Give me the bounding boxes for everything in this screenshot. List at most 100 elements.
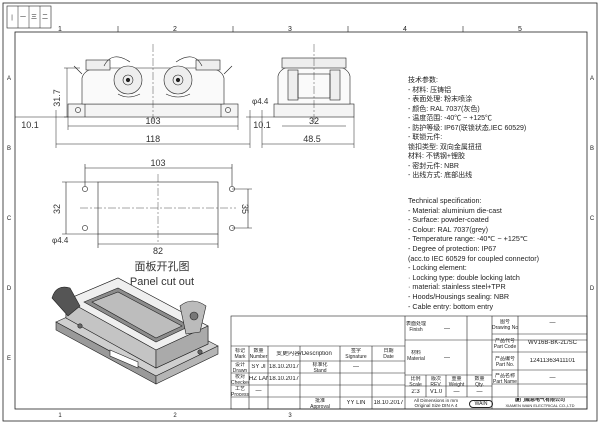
dim-phi-4-4-cutout: φ4.4: [52, 236, 69, 245]
dim-118: 118: [146, 134, 160, 144]
side-view: [273, 44, 355, 124]
checked-date: 18.10.2017: [268, 376, 300, 382]
side-view-dimension-labels: φ4.4 10.1 32 48.5: [252, 97, 321, 144]
svg-text:二: 二: [42, 15, 48, 21]
spec-en-2: - Surface: powder-coated: [408, 215, 489, 225]
rev-hdr-change: 变更内容/Description: [276, 351, 332, 357]
drawn-date: 18.10.2017: [268, 364, 300, 370]
dim-103-cutout: 103: [150, 158, 165, 168]
spec-cn-6: - 联锁元件:: [408, 134, 443, 141]
front-view-dimensions: [15, 67, 251, 148]
spec-en-9: · material: stainless steel+TPR: [408, 282, 506, 292]
spec-cn-1: - 材料: 压铸铝: [408, 86, 452, 94]
spec-en-4: - Temperature range: -40℃ ~ +125℃: [408, 234, 528, 244]
col-bottom-1: 1: [58, 413, 62, 419]
row-right-c: C: [590, 216, 595, 222]
row-left-b: B: [7, 146, 11, 152]
col-top-4: 4: [403, 26, 407, 33]
spec-cn-4: - 温度范围: -40℃ ~ +125℃: [408, 115, 493, 122]
dim-82: 82: [153, 246, 163, 256]
spec-cn-10: - 出线方式: 底部出线: [408, 172, 473, 179]
dim-32-cutout: 32: [52, 204, 62, 214]
col-top-2: 2: [173, 26, 177, 33]
col-bottom-2: 2: [173, 413, 177, 419]
approved-name: YY LIN: [346, 400, 366, 406]
spec-cn-8: 材料: 不锈钢+锂胶: [408, 153, 465, 160]
svg-text:三: 三: [31, 14, 37, 21]
spec-cn-9: - 密封元件: NBR: [408, 162, 459, 170]
spec-en-7: - Locking element:: [408, 263, 467, 273]
approved-date: 18.10.2017: [373, 400, 404, 406]
row-left-c: C: [7, 216, 12, 222]
rev-value: V1.0: [429, 389, 443, 395]
panel-cutout-view: [62, 164, 252, 248]
qty-value: —: [476, 389, 483, 395]
title-block-grid: [230, 315, 588, 410]
checked-name: HZ LAN: [249, 376, 268, 382]
spec-en-1: - Material: aluminium die-cast: [408, 205, 502, 215]
spec-en-5: - Degree of protection: IP67: [408, 243, 497, 253]
part-name-value: —: [549, 375, 556, 381]
drawn-name: SY JI: [251, 364, 266, 370]
process-value: —: [255, 388, 262, 394]
finish-value: —: [444, 326, 450, 332]
panel-cutout-dimension-labels: 103 32 35 φ4.4 82: [52, 158, 250, 256]
part-code-value: WV16B-BK-2L/SC: [527, 340, 578, 346]
spec-cn-3: - 颜色: RAL 7037(灰色): [408, 105, 480, 113]
weight-value: —: [453, 389, 460, 395]
stamp-box: | 一 三 二: [6, 5, 52, 29]
col-bottom-3: 3: [288, 413, 292, 419]
spec-cn-5: - 防护等级: IP67(联锁状态,IEC 60529): [408, 124, 527, 132]
spec-en-10: - Hoods/Housings sealing: NBR: [408, 291, 510, 301]
dim-phi-4-4-side: φ4.4: [252, 97, 269, 106]
row-left-d: D: [7, 286, 12, 292]
spec-en-11: - Cable entry: bottom entry: [408, 301, 494, 311]
dim-10-1-side: 10.1: [253, 120, 271, 130]
spec-cn-0: 技术参数:: [408, 77, 438, 84]
dim-10-1-front: 10.1: [21, 120, 39, 130]
row-zones-left: A B C D E: [7, 76, 12, 362]
row-right-d: D: [590, 286, 595, 292]
drawing-no-value: —: [549, 320, 556, 326]
part-no-value: 12411363411101: [529, 358, 576, 364]
col-top-5: 5: [518, 26, 522, 33]
panel-cutout-label-cn: 面板开孔图: [135, 259, 190, 273]
column-zones-top: 1 2 3 4 5: [58, 26, 522, 33]
spec-en-8: · Locking type: double locking latch: [408, 272, 520, 282]
col-top-3: 3: [288, 26, 292, 33]
svg-text:|: |: [11, 15, 13, 21]
col-top-1: 1: [58, 26, 62, 33]
dim-103-front: 103: [145, 116, 160, 126]
spec-en-3: - Colour: RAL 7037(grey): [408, 224, 489, 234]
scale-value: 2:3: [411, 389, 420, 395]
row-left-e: E: [7, 356, 11, 362]
row-zones-right: A B C D: [590, 76, 595, 292]
dim-48-5: 48.5: [303, 134, 321, 144]
row-right-b: B: [590, 146, 594, 152]
material-value: —: [444, 355, 450, 361]
spec-en-0: Technical specification:: [408, 196, 482, 205]
row-right-a: A: [590, 76, 594, 82]
std-value: —: [353, 364, 359, 370]
isometric-view: [51, 277, 219, 385]
side-view-dimensions: [246, 110, 355, 148]
